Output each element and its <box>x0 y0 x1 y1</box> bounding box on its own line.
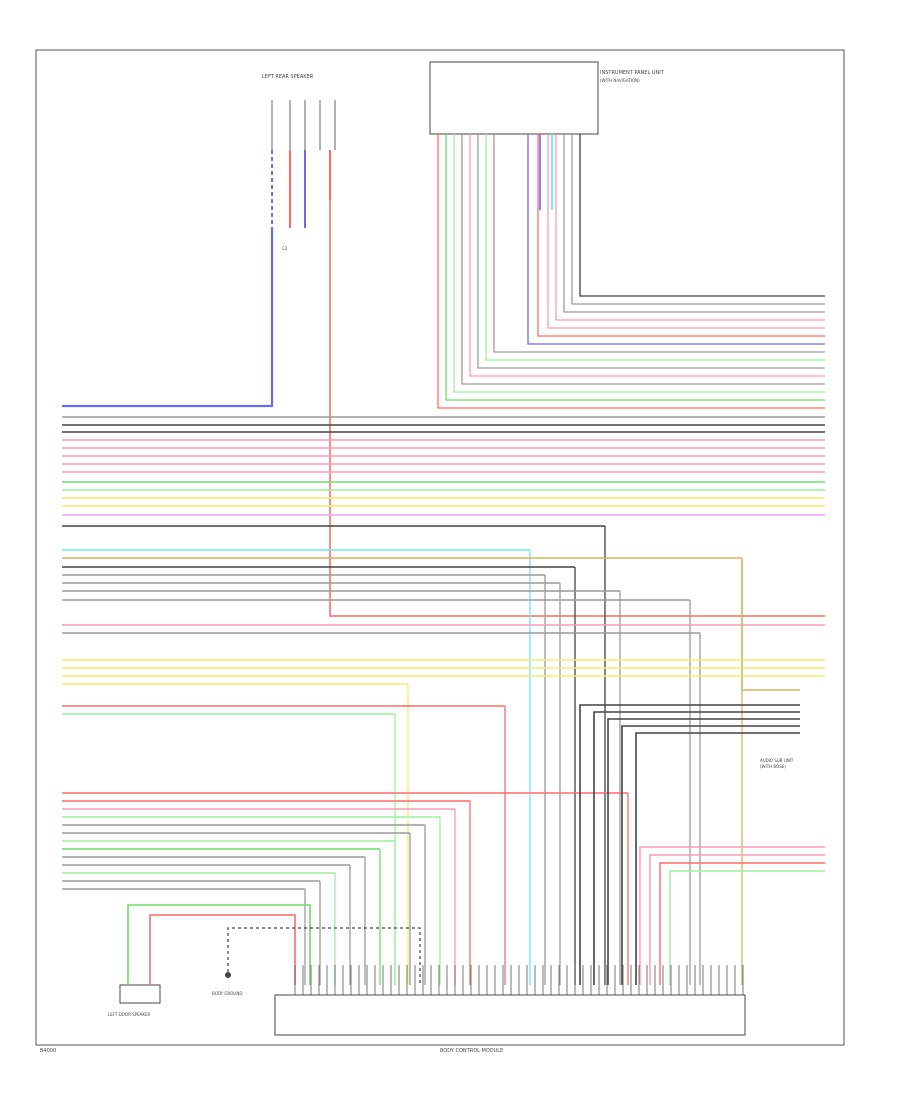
wire-unit-drop <box>469 134 825 377</box>
wire-unit-drop <box>445 134 825 401</box>
page-number: B4000 <box>40 1048 56 1054</box>
top-connector-stubs <box>271 100 336 228</box>
wire-unit-drop <box>477 134 825 369</box>
bottom-mid-component-label: BODY GROUND <box>212 991 242 996</box>
diagram-frame <box>35 49 845 1046</box>
wire-unit-drop <box>493 134 825 353</box>
wire-unit-drop <box>461 134 825 385</box>
wire-unit-drop <box>527 134 825 345</box>
wire-unit-drop <box>453 134 825 393</box>
wire-unit-drop <box>571 134 825 305</box>
wire-red <box>329 200 825 617</box>
right-connector-label: AUDIO SUB UNIT <box>760 758 794 763</box>
wire-right-pink <box>659 862 825 985</box>
wire-unit-drop <box>537 134 825 337</box>
wire-group <box>62 134 825 995</box>
wire-unit-drop <box>563 134 825 313</box>
top-connector-pin-label: C2 <box>282 246 288 251</box>
wire-right-pink <box>669 870 825 985</box>
unit-sublabel: (WITH NAVIGATION) <box>600 78 640 83</box>
bottom-left-component-label: LEFT DOOR SPEAKER <box>108 1012 150 1017</box>
top-connector-label: LEFT REAR SPEAKER <box>262 74 314 80</box>
wire-right-pink <box>639 846 825 985</box>
body-control-module <box>274 994 746 1036</box>
wire-unit-drop <box>547 134 825 329</box>
wire-speaker-red <box>149 914 296 985</box>
wire-right-bundle <box>607 718 800 985</box>
body-ground-symbol <box>225 972 231 978</box>
wire-unit-drop <box>485 134 825 361</box>
wire-right-bundle <box>579 704 800 985</box>
wire-right-bundle <box>593 711 800 985</box>
wire-speaker-green <box>127 904 311 985</box>
wire-blue <box>62 228 274 408</box>
left-door-speaker <box>119 984 161 1004</box>
wire-unit-drop <box>555 134 825 321</box>
wire-unit-drop <box>437 134 825 409</box>
wire-right-pink <box>649 854 825 985</box>
wire-unit-drop <box>579 134 825 297</box>
right-connector-sublabel: (WITH BOSE) <box>760 764 786 769</box>
wire-ground <box>227 927 421 985</box>
unit-label: INSTRUMENT PANEL UNIT <box>600 70 665 76</box>
ecu-label: BODY CONTROL MODULE <box>440 1048 503 1054</box>
instrument-panel-unit <box>429 61 599 135</box>
wire-right-bundle <box>635 732 800 985</box>
wire-right-bundle <box>621 725 800 985</box>
